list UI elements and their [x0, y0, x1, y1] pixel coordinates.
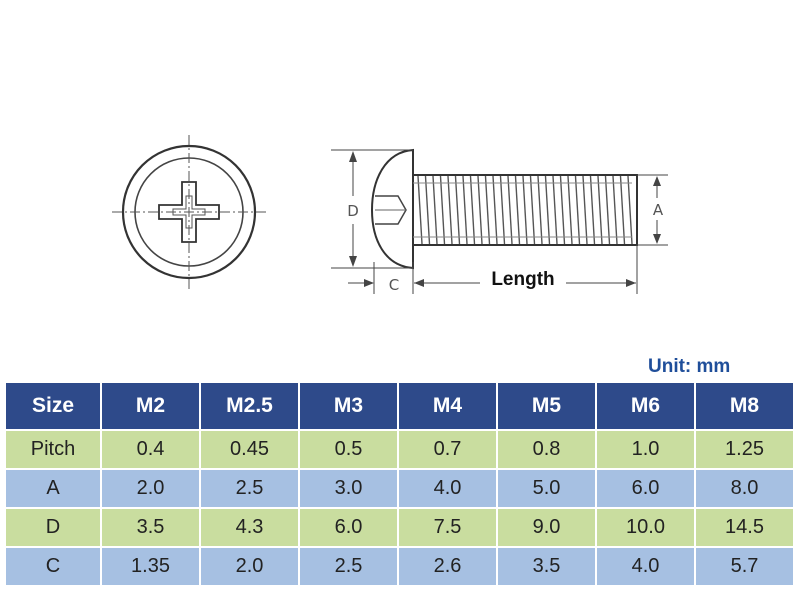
- table-cell: 4.3: [201, 509, 298, 546]
- table-cell: 3.5: [498, 548, 595, 585]
- row-label: D: [6, 509, 100, 546]
- header-m5: M5: [498, 383, 595, 429]
- table-cell: 3.5: [102, 509, 199, 546]
- header-m6: M6: [597, 383, 694, 429]
- unit-label: Unit: mm: [648, 356, 731, 377]
- phillips-cross-recess: [158, 181, 220, 243]
- table-cell: 0.7: [399, 431, 496, 468]
- table-cell: 3.0: [300, 470, 397, 507]
- header-m4: M4: [399, 383, 496, 429]
- dimension-a-label: A: [653, 201, 664, 219]
- table-cell: 9.0: [498, 509, 595, 546]
- table-cell: 6.0: [597, 470, 694, 507]
- table-cell: 1.0: [597, 431, 694, 468]
- row-label: A: [6, 470, 100, 507]
- row-label: Pitch: [6, 431, 100, 468]
- table-cell: 0.4: [102, 431, 199, 468]
- table-cell: 5.7: [696, 548, 793, 585]
- table-cell: 1.35: [102, 548, 199, 585]
- table-cell: 0.45: [201, 431, 298, 468]
- length-label: Length: [491, 269, 554, 290]
- screw-head-profile: [370, 148, 414, 270]
- header-m2-5: M2.5: [201, 383, 298, 429]
- header-size: Size: [6, 383, 100, 429]
- dimension-a: A: [637, 174, 668, 246]
- header-m8: M8: [696, 383, 793, 429]
- phillips-cross-inner: [172, 195, 206, 229]
- head-outer-circle: [121, 144, 257, 280]
- head-top-view: [112, 135, 266, 289]
- table-cell: 2.0: [201, 548, 298, 585]
- table-cell: 2.6: [399, 548, 496, 585]
- header-m2: M2: [102, 383, 199, 429]
- table-cell: 0.8: [498, 431, 595, 468]
- table-cell: 4.0: [597, 548, 694, 585]
- table-cell: 1.25: [696, 431, 793, 468]
- dimension-d-label: D: [347, 202, 359, 220]
- dimension-c-label: C: [389, 276, 399, 294]
- table-cell: 2.5: [300, 548, 397, 585]
- dimension-d: D: [331, 149, 413, 269]
- row-label: C: [6, 548, 100, 585]
- table-cell: 10.0: [597, 509, 694, 546]
- table-cell: 8.0: [696, 470, 793, 507]
- table-cell: 2.0: [102, 470, 199, 507]
- table-cell: 4.0: [399, 470, 496, 507]
- dimension-c-length: C Length: [348, 245, 638, 294]
- table-cell: 5.0: [498, 470, 595, 507]
- table-cell: 6.0: [300, 509, 397, 546]
- header-m3: M3: [300, 383, 397, 429]
- table-cell: 0.5: [300, 431, 397, 468]
- table-cell: 2.5: [201, 470, 298, 507]
- screw-side-view: [370, 148, 638, 270]
- table-cell: 14.5: [696, 509, 793, 546]
- thread-lines: [417, 175, 633, 245]
- table-cell: 7.5: [399, 509, 496, 546]
- screw-diagram: D A C Length: [112, 135, 668, 294]
